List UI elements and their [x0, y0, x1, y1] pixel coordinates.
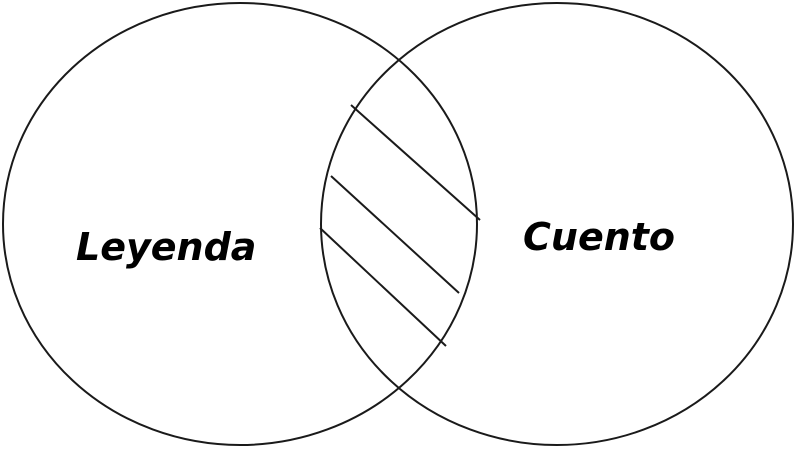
left-set-circle — [2, 2, 478, 446]
hatch-line-1 — [350, 104, 481, 221]
hatch-line-3 — [319, 227, 447, 347]
right-set-circle — [320, 2, 794, 446]
left-set-label: Leyenda — [76, 225, 257, 269]
right-set-label: Cuento — [523, 215, 676, 259]
hatch-line-2 — [330, 175, 460, 294]
intersection-hatching — [319, 104, 481, 347]
